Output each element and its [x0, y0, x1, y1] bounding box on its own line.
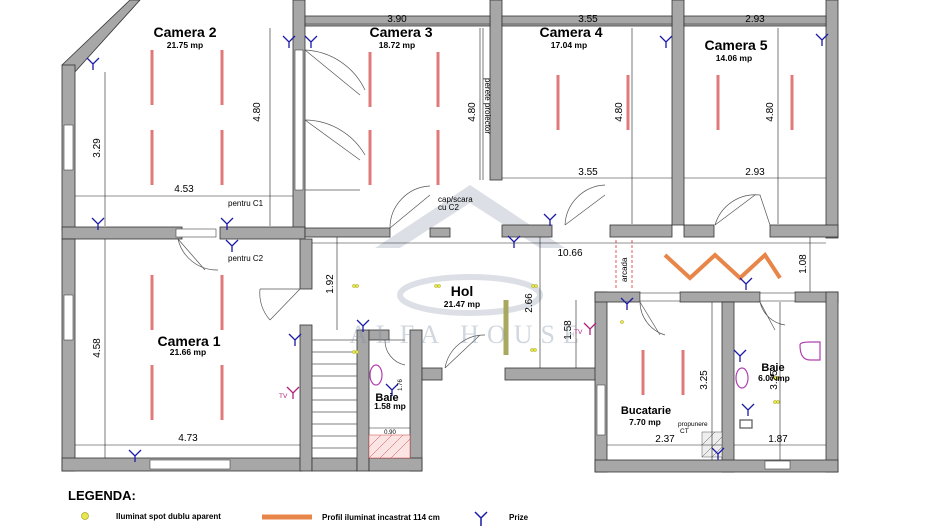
legend-title: LEGENDA:: [68, 488, 136, 503]
stairs: [312, 339, 357, 449]
dim-label: 2.66: [524, 293, 535, 313]
room-name-bucatarie: Bucatarie: [621, 405, 671, 417]
room-name-baie-2: Baie: [761, 362, 784, 374]
dim-label: 1.92: [325, 274, 336, 294]
dim-label: 4.58: [92, 338, 103, 358]
room-area-camera-5: 14.06 mp: [716, 53, 752, 63]
room-area-camera-4: 17.04 mp: [551, 40, 587, 50]
room-name-camera-4: Camera 4: [539, 24, 602, 40]
note-arcada: arcada: [620, 257, 629, 282]
dim-label: 2.93: [745, 14, 765, 25]
dim-label: 1.58: [563, 320, 574, 340]
hatched-floor: [368, 434, 411, 459]
dim-label: 3.55: [578, 14, 598, 25]
dim-label: 10.66: [557, 248, 582, 259]
dim-label: 2.37: [655, 434, 675, 445]
room-labels: Camera 2 21.75 mp Camera 3 18.72 mp Came…: [153, 24, 789, 427]
note-cap-scara-1: cap/scara: [438, 195, 473, 204]
dim-label: 3.29: [92, 138, 103, 158]
legend-socket-icon: [474, 511, 488, 526]
dim-label: 3.90: [387, 14, 407, 25]
room-name-camera-2: Camera 2: [153, 24, 216, 40]
legend: LEGENDA: Iluminat spot dublu aparent Pro…: [68, 488, 529, 526]
dim-label: 2.93: [745, 167, 765, 178]
room-area-camera-1: 21.66 mp: [170, 347, 206, 357]
dim-label: 3.25: [699, 370, 710, 390]
room-name-camera-5: Camera 5: [704, 37, 767, 53]
dim-label: 4.73: [178, 433, 198, 444]
tv-sockets: [286, 322, 597, 399]
dim-label: 4.53: [174, 184, 194, 195]
note-propunere-2: CT: [680, 428, 689, 435]
dim-label: 1.08: [798, 254, 809, 274]
sockets: [86, 33, 829, 462]
legend-spot-icon: [81, 512, 89, 520]
room-area-baie-2: 6.07 mp: [758, 373, 790, 383]
watermark-text: ALFA HOUSE: [349, 320, 587, 349]
dim-label: 0.90: [384, 430, 396, 436]
legend-spot-text: Iluminat spot dublu aparent: [116, 512, 221, 521]
room-area-hol: 21.47 mp: [444, 299, 480, 309]
dim-label: 1.87: [768, 434, 788, 445]
room-area-camera-3: 18.72 mp: [379, 40, 415, 50]
room-name-hol: Hol: [451, 283, 474, 299]
legend-profile-text: Profil iluminat incastrat 114 cm: [322, 513, 440, 522]
room-name-camera-3: Camera 3: [369, 24, 432, 40]
note-pentru-c2: pentru C2: [228, 254, 264, 263]
dim-label: 4.80: [467, 102, 478, 122]
dimension-lines: [75, 23, 826, 460]
annotations: pentru C1 pentru C2 perete proiector cap…: [228, 78, 708, 435]
note-cap-scara-2: cu C2: [438, 203, 459, 212]
room-area-camera-2: 21.75 mp: [167, 40, 203, 50]
note-propunere-1: propunere: [678, 421, 708, 428]
sanitary: [369, 341, 821, 429]
dim-label: 3.25: [769, 370, 780, 390]
room-area-bucatarie: 7.70 mp: [629, 417, 661, 427]
dim-label: 4.80: [252, 102, 263, 122]
note-perete-proiector: perete proiector: [483, 78, 492, 134]
spots: [352, 284, 780, 404]
room-area-baie-1: 1.58 mp: [374, 401, 406, 411]
note-pentru-c1: pentru C1: [228, 199, 264, 208]
room-name-camera-1: Camera 1: [157, 333, 220, 349]
tv-label: TV: [279, 393, 288, 400]
room-name-baie-1: Baie: [375, 392, 398, 404]
dim-label: 3.55: [578, 167, 598, 178]
dim-label: 1.76: [398, 379, 404, 391]
legend-prize-text: Prize: [509, 513, 529, 522]
dimension-labels: 3.90 3.55 2.93 4.80 4.80 4.80 4.80 3.29 …: [92, 14, 809, 445]
doors: [177, 49, 786, 369]
zigzag-profile: [663, 251, 782, 281]
arcada-marker: [615, 240, 633, 290]
dim-label: 4.80: [765, 102, 776, 122]
windows: [63, 49, 796, 470]
led-profiles: [150, 50, 794, 420]
tv-label: TV: [574, 329, 583, 336]
dim-label: 4.80: [614, 102, 625, 122]
